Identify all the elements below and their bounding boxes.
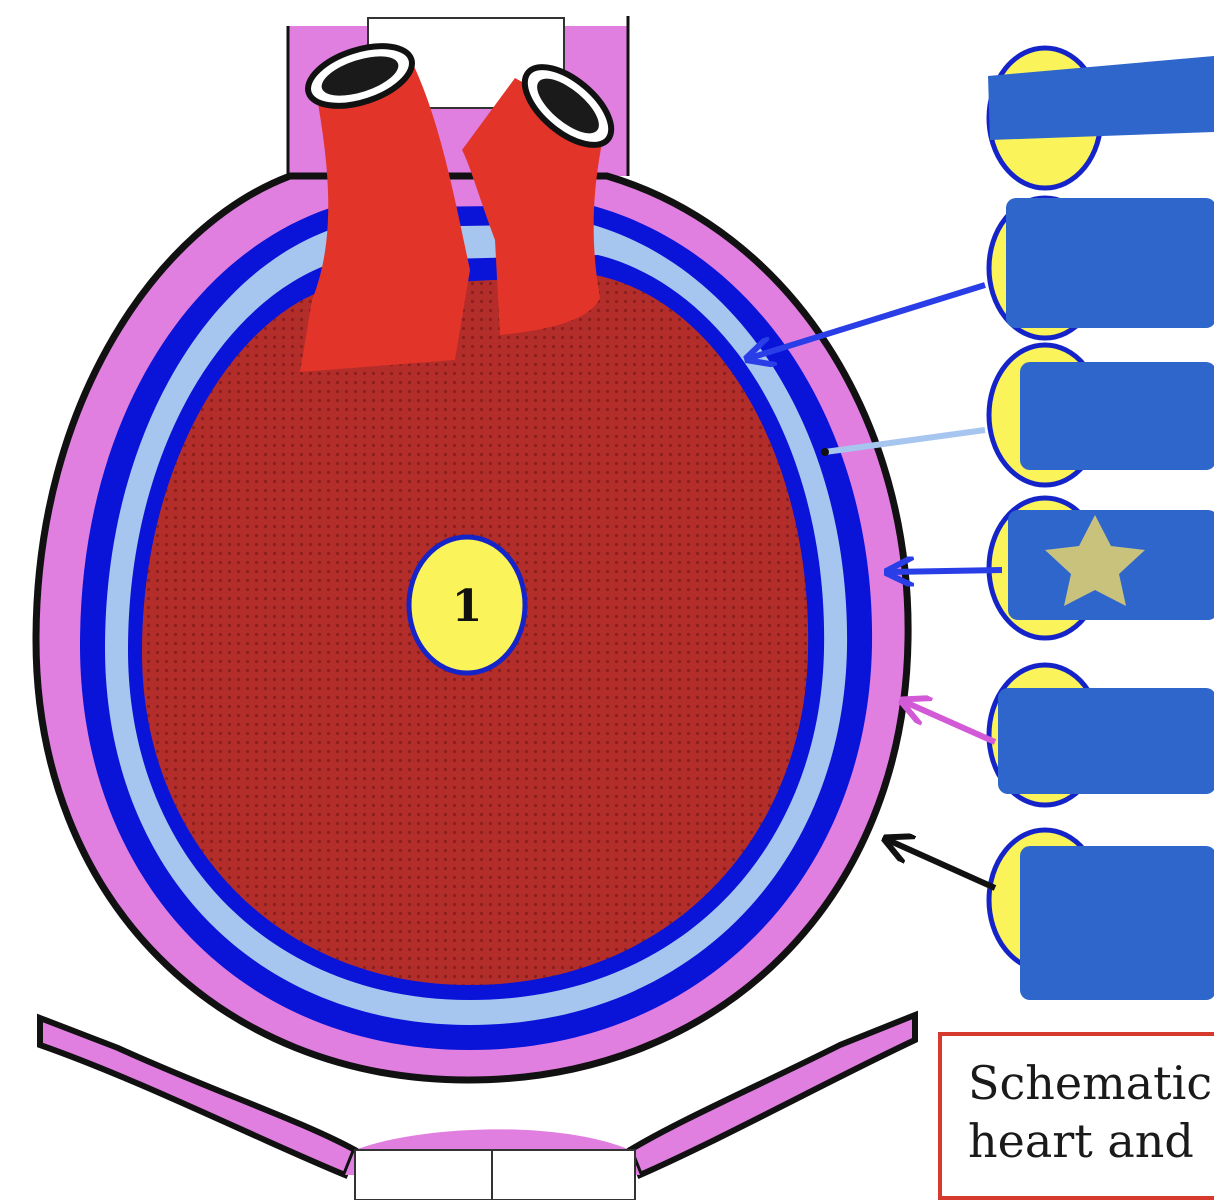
leader-lines [750,282,1003,891]
great-vessels [300,43,615,372]
lower-structures [37,1010,918,1200]
center-marker: 1 [406,534,528,676]
label-cover-2 [988,56,1214,140]
label-covers [988,56,1214,1000]
caption-text: Schematic heart and [968,1056,1213,1168]
label-cover-6 [998,688,1214,794]
caption-box: Schematic heart and [938,1032,1214,1200]
label-cover-3 [1006,198,1214,328]
label-cover-4 [1020,362,1214,470]
center-marker-label: 1 [452,581,483,632]
star-icon [1045,515,1145,606]
label-markers [986,45,1104,973]
label-cover-7 [1020,846,1214,1000]
